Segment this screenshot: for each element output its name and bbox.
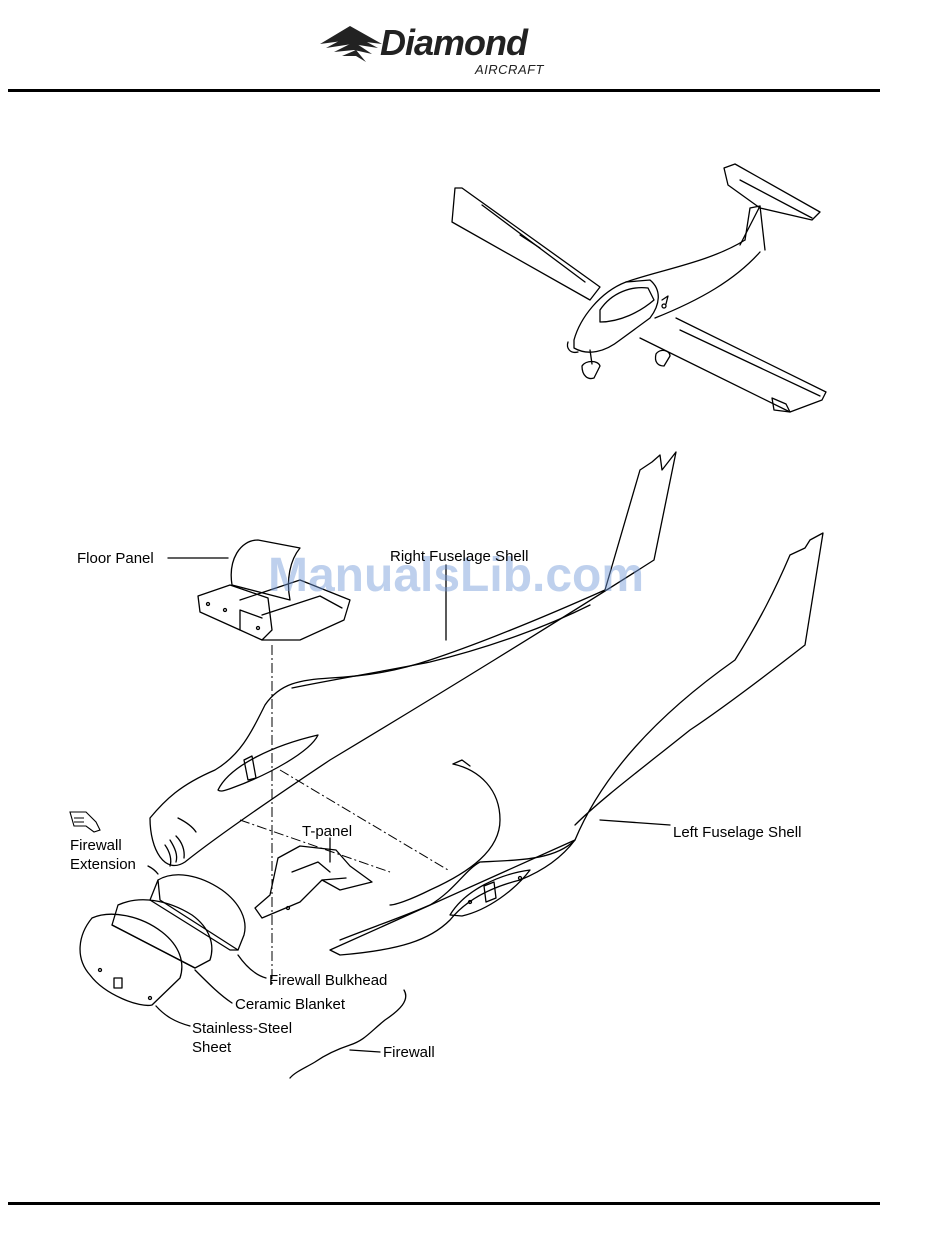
firewall-bulkhead-drawing — [150, 875, 245, 950]
label-firewall-extension-1: Firewall — [70, 836, 122, 855]
hand-pointer-icon — [70, 812, 100, 832]
label-stainless-steel-2: Sheet — [192, 1038, 231, 1057]
ceramic-blanket-drawing — [112, 900, 212, 968]
label-left-fuselage-shell: Left Fuselage Shell — [673, 823, 801, 842]
label-stainless-steel-1: Stainless-Steel — [192, 1019, 292, 1038]
label-firewall-bulkhead: Firewall Bulkhead — [269, 971, 387, 990]
right-fuselage-shell-drawing — [150, 452, 676, 866]
label-floor-panel: Floor Panel — [77, 549, 154, 568]
label-t-panel: T-panel — [302, 822, 352, 841]
label-firewall-extension-2: Extension — [70, 855, 136, 874]
label-right-fuselage-shell: Right Fuselage Shell — [390, 547, 528, 566]
aircraft-overview-drawing — [452, 164, 826, 412]
label-ceramic-blanket: Ceramic Blanket — [235, 995, 345, 1014]
label-firewall: Firewall — [383, 1043, 435, 1062]
stainless-steel-sheet-drawing — [80, 914, 182, 1005]
